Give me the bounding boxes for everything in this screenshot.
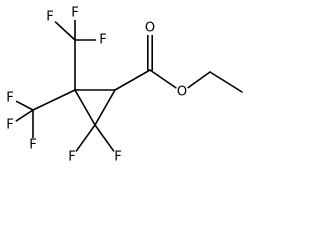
single-bond (209, 71, 243, 93)
single-bond (75, 124, 96, 152)
fluorine-atom-label: F (29, 138, 36, 153)
single-bond (94, 89, 116, 126)
fluorine-atom-label: F (6, 118, 13, 133)
fluorine-atom-label: F (71, 6, 78, 21)
fluorine-atom-label: F (6, 91, 13, 106)
fluorine-atom-label: F (46, 10, 53, 25)
single-bond (94, 124, 115, 152)
single-bond (114, 69, 151, 91)
oxygen-atom-label: O (145, 21, 155, 36)
single-bond (15, 109, 34, 122)
fluorine-atom-label: F (114, 150, 121, 165)
fluorine-atom-label: F (99, 33, 106, 48)
single-bond (32, 89, 76, 111)
single-bond (54, 21, 76, 41)
fluorine-atom-label: F (68, 150, 75, 165)
bond-layer (15, 19, 243, 152)
single-bond (74, 89, 96, 126)
oxygen-atom-label: O (177, 85, 187, 100)
single-bond (187, 71, 211, 89)
single-bond (149, 69, 177, 89)
single-bond (15, 100, 34, 111)
